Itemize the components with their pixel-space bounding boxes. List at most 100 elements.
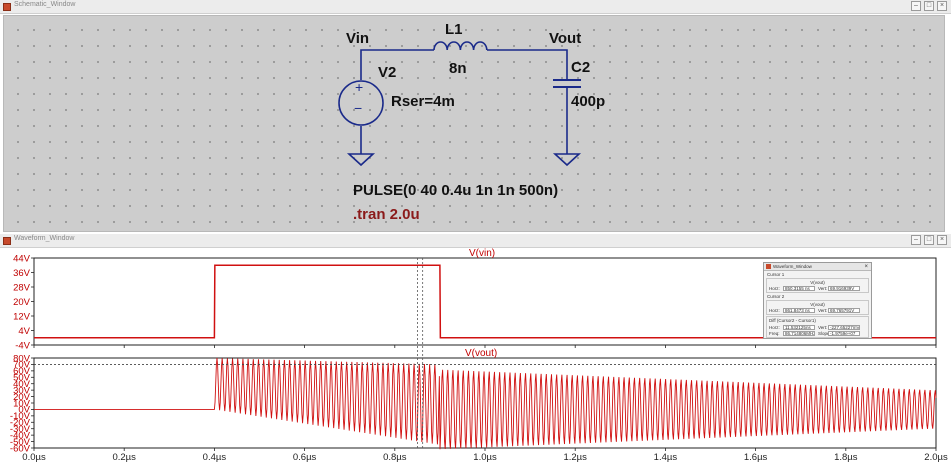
schematic-canvas[interactable]: + − Vin L1 Vout V2 8n C2 Rser=4m 400p PU… <box>3 15 945 232</box>
close-button[interactable]: × <box>937 1 947 11</box>
cursor2-horz-label: Horz: <box>769 307 780 313</box>
close-button[interactable]: × <box>937 235 947 245</box>
inductor-name[interactable]: L1 <box>445 21 463 38</box>
diff-horz-value[interactable]: 11.532125ns <box>783 324 815 330</box>
x-tick-label: 1.4µs <box>654 452 678 463</box>
vin-ytick-label: 4V <box>18 326 30 337</box>
cursor1-horz-label: Horz: <box>769 285 780 291</box>
cursor-readout-panel[interactable]: Waveform_Window × Cursor 1 V(vout) Horz:… <box>763 262 872 339</box>
source-name[interactable]: V2 <box>378 64 397 81</box>
cursor2-section: V(vout) Horz: 861.8473 ns Vert: 69.76579… <box>766 300 869 315</box>
vin-pane-title[interactable]: V(vin) <box>469 248 496 259</box>
diff-freq-value[interactable]: 86.714806MHz <box>783 330 815 336</box>
vout-ytick-label: 70V <box>13 360 31 371</box>
cursor1-section: V(vout) Horz: 850.3155 ns Vert: 69.91693… <box>766 278 869 293</box>
capacitor-value[interactable]: 400p <box>571 93 606 110</box>
schematic-window-controls: – □ × <box>911 1 947 11</box>
vout-pane-title[interactable]: V(vout) <box>465 348 498 359</box>
vout-ytick-label: -10V <box>10 411 31 422</box>
vout-trace <box>34 358 937 450</box>
source-rser-param[interactable]: Rser=4m <box>391 93 455 110</box>
vout-ytick-label: 10V <box>13 398 31 409</box>
diff-vert-value[interactable]: -227.65227mV <box>828 324 860 330</box>
vout-ytick-label: -40V <box>10 430 31 441</box>
diff-slope-label: Slope: <box>818 330 831 336</box>
cursor-panel-titlebar[interactable]: Waveform_Window × <box>764 263 871 271</box>
pulse-directive[interactable]: PULSE(0 40 0.4u 1n 1n 500n) <box>353 182 559 199</box>
waveform-window-controls: – □ × <box>911 235 947 245</box>
voltage-source-symbol <box>338 80 384 126</box>
x-tick-label: 1.6µs <box>744 452 768 463</box>
vout-ytick-label: -20V <box>10 418 31 429</box>
maximize-button[interactable]: □ <box>924 1 934 11</box>
cursor2-vert-value[interactable]: 69.765791V <box>828 307 860 313</box>
maximize-button[interactable]: □ <box>924 235 934 245</box>
vin-wire <box>360 49 434 80</box>
source-minus-sign: − <box>354 100 363 116</box>
cursor1-trace: V(vout) <box>810 280 825 285</box>
vout-ytick-label: 40V <box>13 379 31 390</box>
x-tick-label: 1.0µs <box>473 452 497 463</box>
vout-ytick-label: -30V <box>10 424 31 435</box>
cursor1-vert-value[interactable]: 69.916939V <box>828 285 860 291</box>
cursor2-horz-value[interactable]: 861.8473 ns <box>783 307 815 313</box>
vout-ytick-label: 80V <box>13 353 31 364</box>
cursor2-label: Cursor 2 <box>767 294 785 299</box>
schematic-window-title: Schematic_Window <box>14 1 76 8</box>
schematic-titlebar[interactable]: Schematic_Window – □ × <box>0 0 951 14</box>
vout-pane[interactable]: 80V70V60V50V40V30V20V10V0V-10V-20V-30V-4… <box>10 353 937 454</box>
waveform-icon <box>3 237 11 245</box>
inductor-value[interactable]: 8n <box>449 60 467 77</box>
x-tick-label: 0.4µs <box>203 452 227 463</box>
x-tick-label: 2.0µs <box>924 452 948 463</box>
vout-ytick-label: 60V <box>13 366 31 377</box>
vout-ytick-label: -60V <box>10 443 31 454</box>
diff-freq-label: Freq: <box>769 330 780 336</box>
x-tick-label: 1.8µs <box>834 452 858 463</box>
x-tick-label: 0.8µs <box>383 452 407 463</box>
ground-symbol <box>552 153 582 167</box>
waveform-window-title: Waveform_Window <box>14 235 75 242</box>
source-plus-sign: + <box>355 79 364 95</box>
waveform-titlebar[interactable]: Waveform_Window – □ × <box>0 234 951 248</box>
cursor1-label: Cursor 1 <box>767 272 785 277</box>
vout-ytick-label: -50V <box>10 437 31 448</box>
vout-wire <box>487 49 568 72</box>
x-tick-label: 0.2µs <box>112 452 136 463</box>
cursor1-vert-label: Vert: <box>818 285 828 291</box>
x-tick-label: 0.6µs <box>293 452 317 463</box>
vout-ytick-label: 50V <box>13 373 31 384</box>
diff-slope-value[interactable]: -1.9759e+07 <box>828 330 860 336</box>
diff-label: Diff (Cursor2 - Cursor1) <box>769 318 816 323</box>
vin-y-axis: 44V 36V 28V 20V 12V 4V -4V <box>13 253 34 351</box>
cursor2-trace: V(vout) <box>810 302 825 307</box>
vin-ytick-label: 44V <box>13 253 31 264</box>
vin-ytick-label: 12V <box>13 311 31 322</box>
vout-ytick-label: 30V <box>13 385 31 396</box>
vout-ytick-label: 0V <box>18 405 30 416</box>
vin-ytick-label: 36V <box>13 268 31 279</box>
ground-symbol <box>346 153 376 167</box>
vin-ytick-label: 28V <box>13 282 31 293</box>
minimize-button[interactable]: – <box>911 1 921 11</box>
cursor-panel-title: Waveform_Window <box>773 264 812 269</box>
vin-ytick-label: 20V <box>13 297 31 308</box>
vin-ytick-label: -4V <box>15 340 30 351</box>
x-tick-label: 0.0µs <box>22 452 46 463</box>
cursor1-horz-value[interactable]: 850.3155 ns <box>783 285 815 291</box>
schematic-drawing <box>338 41 582 167</box>
vin-trace <box>34 264 936 339</box>
net-label-vout[interactable]: Vout <box>549 30 582 47</box>
net-label-vin[interactable]: Vin <box>346 30 370 47</box>
capacitor-name[interactable]: C2 <box>571 59 591 76</box>
minimize-button[interactable]: – <box>911 235 921 245</box>
ltspice-icon <box>3 3 11 11</box>
inductor-coil <box>433 41 488 51</box>
cursor-panel-close-icon[interactable]: × <box>864 264 868 270</box>
cursor2-vert-label: Vert: <box>818 307 828 313</box>
diff-vert-label: Vert: <box>818 324 828 330</box>
tran-directive[interactable]: .tran 2.0u <box>353 206 420 223</box>
vout-ytick-label: 20V <box>13 392 31 403</box>
diff-horz-label: Horz: <box>769 324 780 330</box>
